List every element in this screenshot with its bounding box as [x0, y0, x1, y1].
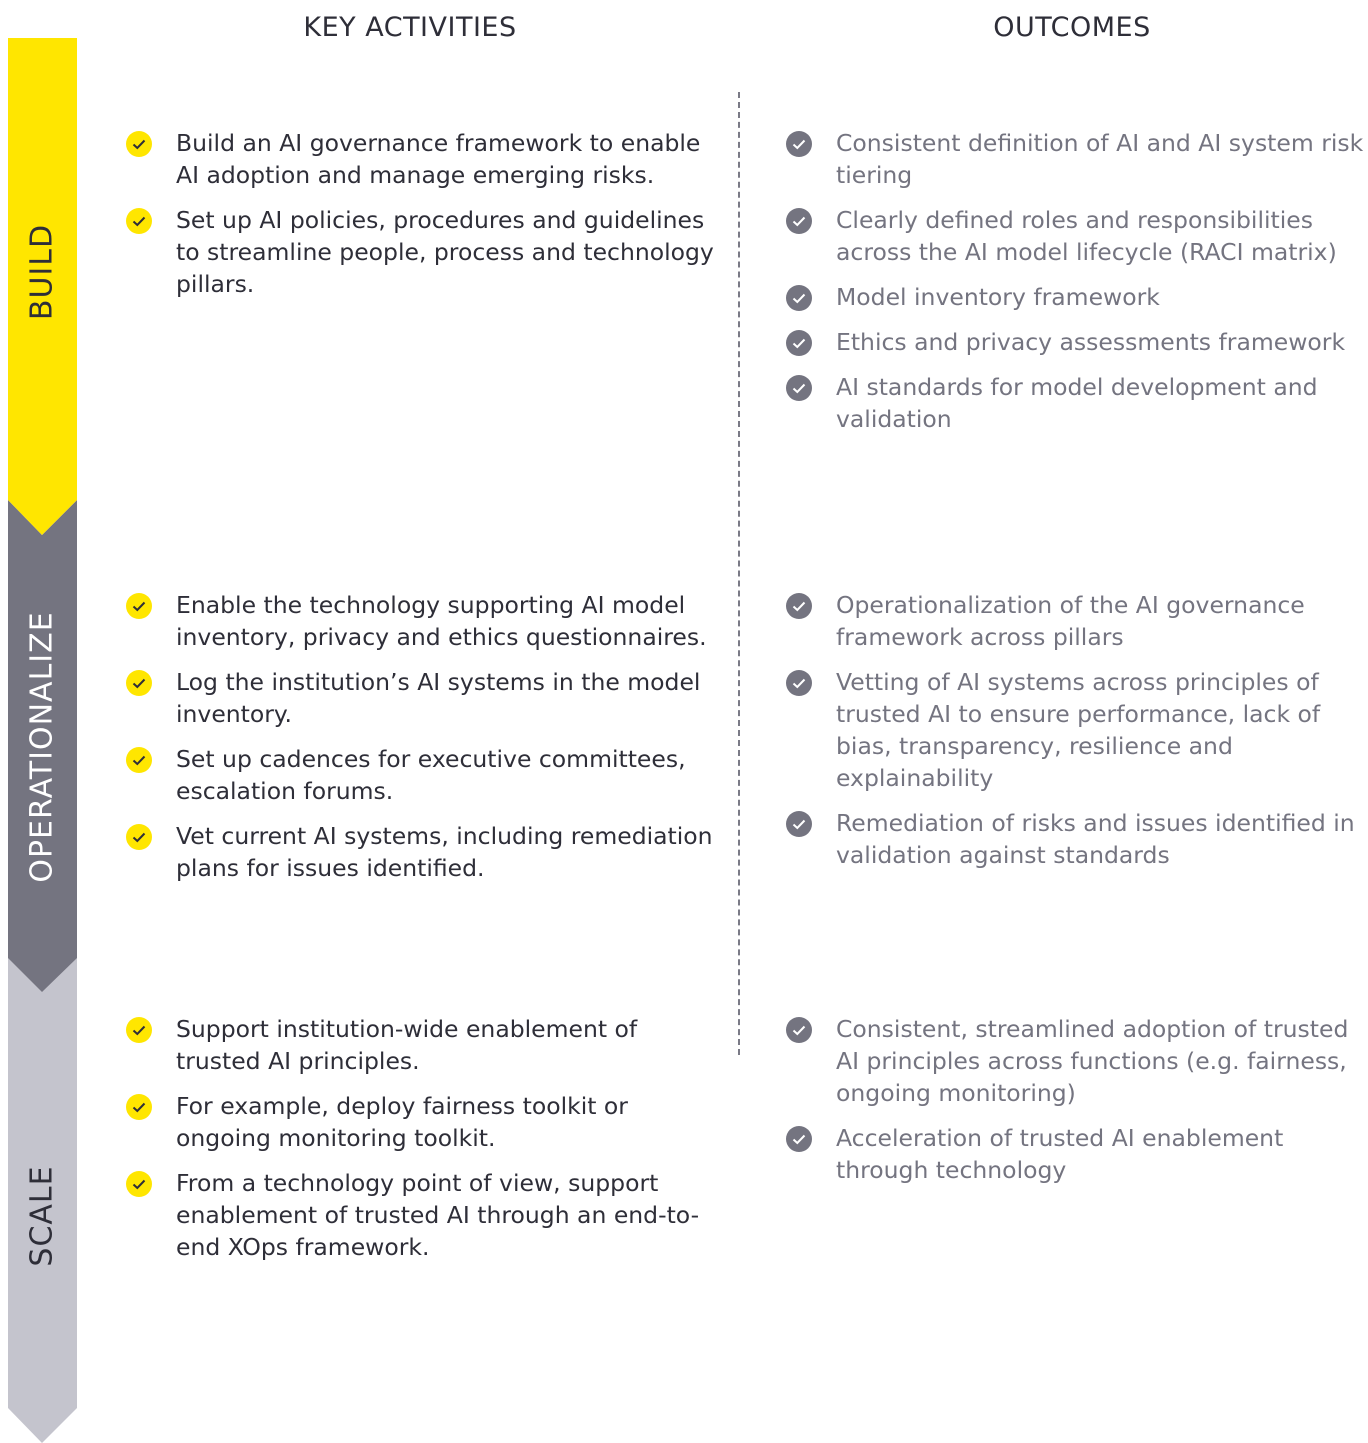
- outcome-text: Model inventory framework: [836, 283, 1160, 311]
- check-circle-gray-icon: [786, 285, 812, 311]
- outcomes-header: OUTCOMES: [993, 12, 1151, 43]
- outcome-text: Ethics and privacy assessments framework: [836, 328, 1346, 356]
- check-circle-yellow-icon: [126, 593, 152, 619]
- key-activities-header: KEY ACTIVITIES: [303, 12, 517, 43]
- list-item: Log the institution’s AI systems in the …: [126, 666, 716, 730]
- check-circle-yellow-icon: [126, 1017, 152, 1043]
- list-item: Vet current AI systems, including remedi…: [126, 820, 716, 884]
- list-item: Model inventory framework: [786, 281, 1366, 313]
- stage-label-build: BUILD: [24, 223, 60, 321]
- list-item: Ethics and privacy assessments framework: [786, 326, 1366, 358]
- check-circle-gray-icon: [786, 811, 812, 837]
- outcome-text: Remediation of risks and issues identifi…: [836, 809, 1355, 869]
- list-item: Consistent, streamlined adoption of trus…: [786, 1013, 1366, 1109]
- activity-text: Vet current AI systems, including remedi…: [176, 822, 713, 882]
- list-item: Set up cadences for executive committees…: [126, 743, 716, 807]
- list-item: Clearly defined roles and responsibiliti…: [786, 204, 1366, 268]
- check-circle-yellow-icon: [126, 131, 152, 157]
- check-circle-gray-icon: [786, 208, 812, 234]
- column-divider: [738, 92, 740, 1055]
- check-circle-gray-icon: [786, 131, 812, 157]
- stage-label-operationalize: OPERATIONALIZE: [24, 611, 60, 883]
- check-circle-gray-icon: [786, 330, 812, 356]
- activity-text: Support institution-wide enablement of t…: [176, 1015, 638, 1075]
- check-circle-yellow-icon: [126, 208, 152, 234]
- operationalize-outcomes-list: Operationalization of the AI governance …: [786, 589, 1366, 884]
- check-circle-yellow-icon: [126, 824, 152, 850]
- check-circle-gray-icon: [786, 593, 812, 619]
- build-activities-list: Build an AI governance framework to enab…: [126, 127, 716, 313]
- list-item: Consistent definition of AI and AI syste…: [786, 127, 1366, 191]
- outcome-text: Consistent definition of AI and AI syste…: [836, 129, 1364, 189]
- activity-text: From a technology point of view, support…: [176, 1169, 700, 1261]
- outcome-text: Clearly defined roles and responsibiliti…: [836, 206, 1337, 266]
- outcome-text: Vetting of AI systems across principles …: [836, 668, 1321, 792]
- list-item: For example, deploy fairness toolkit or …: [126, 1090, 716, 1154]
- build-arrow-segment: [8, 38, 77, 535]
- check-circle-gray-icon: [786, 670, 812, 696]
- stage-arrow-rail: [8, 38, 77, 1443]
- activity-text: Log the institution’s AI systems in the …: [176, 668, 701, 728]
- list-item: Support institution-wide enablement of t…: [126, 1013, 716, 1077]
- list-item: Acceleration of trusted AI enablement th…: [786, 1122, 1366, 1186]
- scale-activities-list: Support institution-wide enablement of t…: [126, 1013, 716, 1276]
- activity-text: Set up AI policies, procedures and guide…: [176, 206, 714, 298]
- activity-text: For example, deploy fairness toolkit or …: [176, 1092, 628, 1152]
- scale-outcomes-list: Consistent, streamlined adoption of trus…: [786, 1013, 1366, 1199]
- scale-arrow-segment: [8, 955, 77, 1443]
- operationalize-arrow-segment: [8, 500, 77, 992]
- list-item: Enable the technology supporting AI mode…: [126, 589, 716, 653]
- operationalize-activities-list: Enable the technology supporting AI mode…: [126, 589, 716, 897]
- check-circle-yellow-icon: [126, 1171, 152, 1197]
- outcome-text: AI standards for model development and v…: [836, 373, 1318, 433]
- list-item: Set up AI policies, procedures and guide…: [126, 204, 716, 300]
- list-item: From a technology point of view, support…: [126, 1167, 716, 1263]
- check-circle-yellow-icon: [126, 747, 152, 773]
- activity-text: Enable the technology supporting AI mode…: [176, 591, 707, 651]
- check-circle-yellow-icon: [126, 1094, 152, 1120]
- activity-text: Build an AI governance framework to enab…: [176, 129, 701, 189]
- check-circle-gray-icon: [786, 1126, 812, 1152]
- stage-label-scale: SCALE: [24, 1165, 60, 1267]
- list-item: Remediation of risks and issues identifi…: [786, 807, 1366, 871]
- list-item: AI standards for model development and v…: [786, 371, 1366, 435]
- check-circle-yellow-icon: [126, 670, 152, 696]
- activity-text: Set up cadences for executive committees…: [176, 745, 686, 805]
- outcome-text: Consistent, streamlined adoption of trus…: [836, 1015, 1349, 1107]
- list-item: Operationalization of the AI governance …: [786, 589, 1366, 653]
- list-item: Build an AI governance framework to enab…: [126, 127, 716, 191]
- outcome-text: Acceleration of trusted AI enablement th…: [836, 1124, 1284, 1184]
- build-outcomes-list: Consistent definition of AI and AI syste…: [786, 127, 1366, 448]
- check-circle-gray-icon: [786, 1017, 812, 1043]
- outcome-text: Operationalization of the AI governance …: [836, 591, 1305, 651]
- check-circle-gray-icon: [786, 375, 812, 401]
- list-item: Vetting of AI systems across principles …: [786, 666, 1366, 794]
